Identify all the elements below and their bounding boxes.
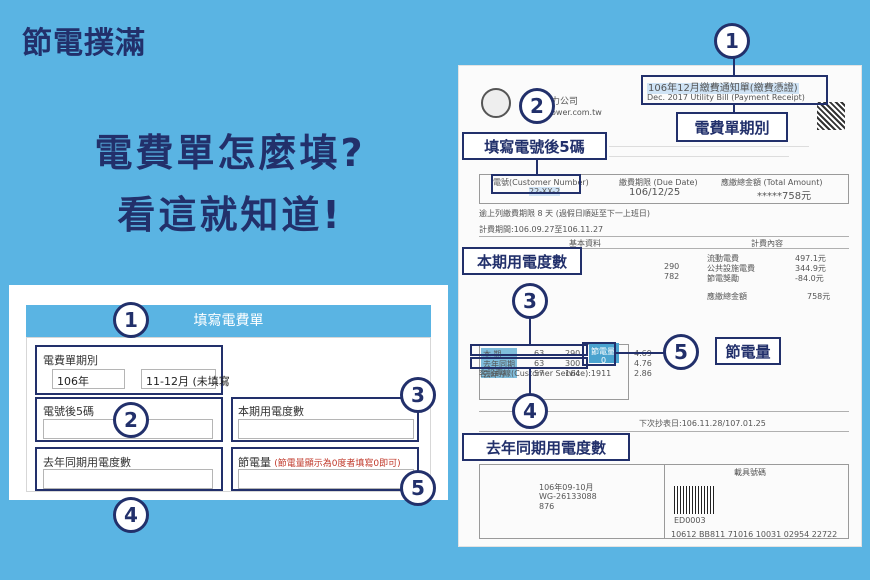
headline: 電費單怎麼填? 看這就知道!	[40, 122, 420, 246]
headline-line2: 看這就知道!	[117, 193, 343, 237]
period-field-group: 電費單期別 106年 11-12月 (未填寫	[35, 345, 230, 395]
bill-total-header: 應繳總金額 (Total Amount)	[721, 178, 823, 187]
bill-receipt-date: 106年09-10月	[539, 483, 594, 492]
bill-badge-3: 3	[512, 283, 548, 319]
bill-usage2: 782	[664, 272, 680, 281]
bill-receipt-no: WG-26133088	[539, 492, 597, 501]
bill-row2b: 300	[565, 359, 581, 368]
bill-saved-box	[589, 343, 619, 363]
current-usage-label: 本期用電度數	[238, 405, 304, 418]
bill-section-basic: 基本資料	[569, 239, 601, 248]
form-badge-2: 2	[113, 402, 149, 438]
callout-saved: 節電量	[715, 337, 781, 365]
bill-badge-5: 5	[663, 334, 699, 370]
bill-charge2: 公共設施電費	[707, 264, 755, 273]
bill-receipt-title: 載具號碼	[734, 468, 766, 477]
bill-due-header: 繳費期限 (Due Date)	[619, 178, 698, 187]
callout-current-usage: 本期用電度數	[462, 247, 582, 275]
saved-field-group: 節電量 (節電量顯示為0度者填寫0即可)	[231, 447, 419, 491]
current-usage-highlight	[470, 344, 588, 356]
bill-saved-val: 0	[601, 356, 607, 365]
meter-label: 電號後5碼	[43, 405, 94, 418]
bill-charge1-val: 497.1元	[795, 254, 826, 263]
bill-total-value: *****758元	[757, 191, 812, 202]
bill-footer-nums: 10612 BB811 71016 10031 02954 22722	[671, 530, 838, 539]
bill-rate3: 2.86	[634, 369, 652, 378]
bill-company: 力公司	[551, 97, 579, 107]
bill-meter-header: 電號(Customer Number)	[493, 178, 589, 187]
bill-period-en: Dec. 2017 Utility Bill (Payment Receipt)	[647, 93, 805, 102]
bill-meter-value: 22-XX-2	[529, 187, 561, 196]
callout-meter: 填寫電號後5碼	[462, 132, 607, 160]
bill-period-text: 106年12月繳費通知單(繳費憑證)	[647, 83, 799, 94]
bill-row3b: 164	[565, 369, 581, 378]
bill-receipt-amount: 876	[539, 502, 555, 511]
bill-row1b: 290	[565, 349, 581, 358]
qr-code-icon	[817, 102, 845, 130]
last-year-field-group: 去年同期用電度數	[35, 447, 223, 491]
bill-row3a: 57	[534, 369, 545, 378]
bill-badge-1: 1	[714, 23, 750, 59]
bill-website: ower.com.tw	[551, 108, 602, 117]
callout-period: 電費單期別	[676, 112, 788, 142]
headline-line1: 電費單怎麼填?	[94, 131, 366, 175]
meter-highlight	[491, 174, 581, 194]
bill-badge-4: 4	[512, 393, 548, 429]
bill-saved-label: 節電量	[591, 347, 615, 356]
bill-payable: 應繳總金額	[707, 292, 747, 301]
form-badge-1: 1	[113, 302, 149, 338]
saved-highlight	[582, 342, 616, 366]
bill-row2: 去年同期	[483, 360, 515, 369]
bill-period-range: 計費期間:106.09.27至106.11.27	[479, 225, 604, 234]
callout-last-year: 去年同期用電度數	[462, 433, 630, 461]
current-usage-input[interactable]	[238, 419, 414, 439]
year-input[interactable]: 106年	[52, 369, 125, 389]
barcode-icon	[674, 486, 714, 514]
saved-note: (節電量顯示為0度者填寫0即可)	[274, 459, 401, 469]
bill-note-line: 逾上列繳費期限 8 天 (過假日順延至下一上班日)	[479, 209, 650, 218]
current-usage-field-group: 本期用電度數	[231, 397, 419, 442]
bill-row2a: 63	[534, 359, 545, 368]
bill-charge2-val: 344.9元	[795, 264, 826, 273]
period-highlight	[641, 75, 828, 105]
last-year-highlight	[470, 357, 588, 369]
bill-section-charge: 計費內容	[751, 239, 783, 248]
bill-row1a: 63	[534, 349, 545, 358]
bill-charge1: 流動電費	[707, 254, 739, 263]
bill-charge3: 節電獎勵	[707, 274, 739, 283]
saved-label: 節電量	[238, 456, 271, 469]
bill-barcode-text: ED0003	[674, 516, 706, 525]
form-badge-4: 4	[113, 497, 149, 533]
period-label: 電費單期別	[43, 354, 98, 367]
bill-service: 客服專線(Customer Service):1911	[479, 369, 612, 378]
bill-charge3-val: -84.0元	[795, 274, 824, 283]
form-title: 填寫電費單	[26, 305, 431, 337]
last-year-input[interactable]	[43, 469, 213, 489]
bill-badge-2: 2	[519, 88, 555, 124]
bill-next-meter: 下次抄表日:106.11.28/107.01.25	[639, 419, 766, 428]
bill-payable-val: 758元	[807, 292, 831, 301]
last-year-label: 去年同期用電度數	[43, 456, 131, 469]
month-select[interactable]: 11-12月 (未填寫	[141, 369, 230, 389]
bill-row3: 去年平	[483, 370, 507, 379]
company-logo-icon	[481, 88, 511, 118]
bill-usage1: 290	[664, 262, 680, 271]
bill-due-value: 106/12/25	[629, 187, 681, 198]
form-badge-5: 5	[400, 470, 436, 506]
bill-rate2: 4.76	[634, 359, 652, 368]
form-badge-3: 3	[400, 377, 436, 413]
saved-input[interactable]	[238, 469, 414, 489]
logo: 節電撲滿	[22, 26, 146, 61]
